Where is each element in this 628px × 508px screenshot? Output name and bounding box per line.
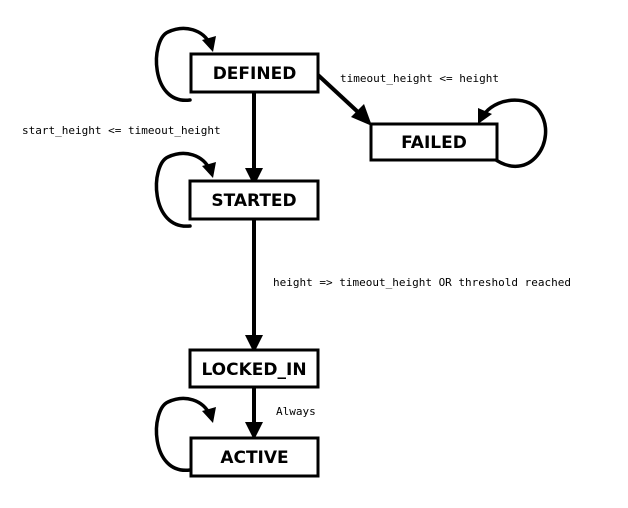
state-label-defined: DEFINED	[213, 64, 297, 84]
self-loop-defined	[154, 26, 212, 102]
arrowhead-locked-in-to-active	[245, 422, 263, 440]
state-started: STARTED	[188, 179, 320, 221]
state-defined: DEFINED	[189, 52, 320, 94]
state-locked-in: LOCKED_IN	[188, 348, 320, 389]
self-loop-active	[154, 396, 212, 472]
state-label-locked-in: LOCKED_IN	[201, 360, 306, 380]
state-failed: FAILED	[369, 122, 499, 162]
self-loop-failed	[483, 98, 548, 168]
edge-defined-to-failed	[316, 73, 361, 115]
state-label-started: STARTED	[211, 191, 296, 211]
arrowhead-self-loop-started	[202, 162, 216, 178]
label-defined-to-started: start_height <= timeout_height	[22, 124, 221, 137]
arrowhead-self-loop-failed	[478, 108, 492, 124]
label-locked-in-to-active: Always	[276, 405, 316, 418]
label-started-to-locked-in: height => timeout_height OR threshold re…	[273, 276, 571, 289]
arrowhead-defined-to-failed	[351, 104, 372, 126]
arrowhead-self-loop-active	[202, 407, 216, 423]
state-active: ACTIVE	[189, 436, 320, 478]
state-label-failed: FAILED	[401, 133, 467, 153]
arrowhead-started-to-locked-in	[245, 335, 263, 353]
state-label-active: ACTIVE	[220, 448, 288, 468]
self-loop-started	[154, 151, 212, 228]
label-defined-to-failed: timeout_height <= height	[340, 72, 499, 85]
arrowhead-self-loop-defined	[202, 36, 216, 52]
arrowhead-defined-to-started	[245, 168, 263, 186]
